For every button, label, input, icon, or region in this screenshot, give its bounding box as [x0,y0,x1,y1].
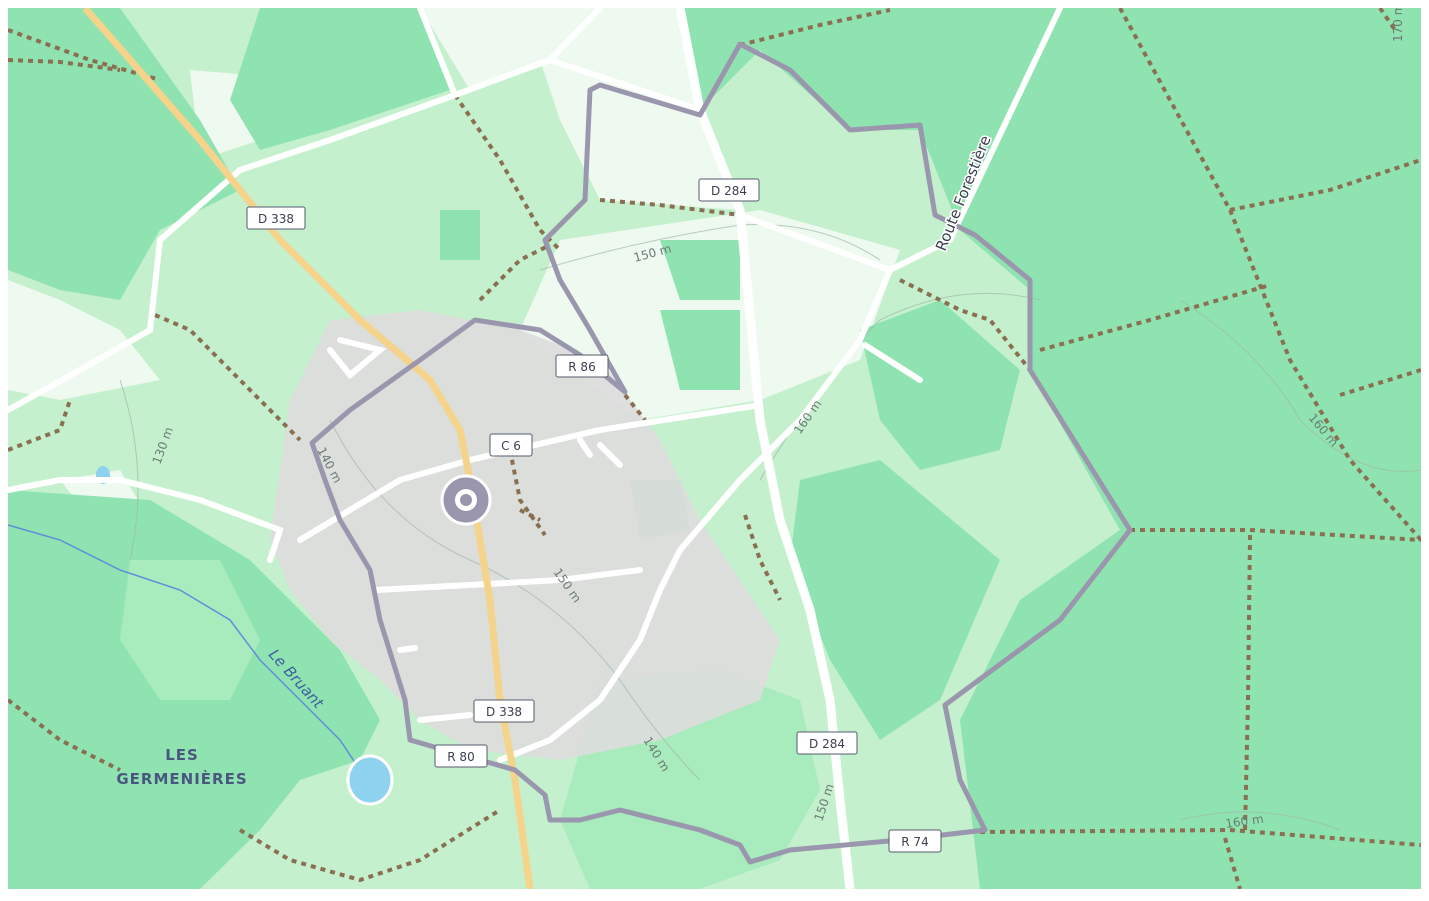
selected-route [309,41,1133,865]
village-area [270,310,780,760]
road-label-c6: C 6 [489,433,533,457]
river-le-bruant [7,524,361,771]
road-label-r74: R 74 [888,829,942,853]
svg-text:D 338: D 338 [486,705,522,719]
road-label-d284-north: D 284 [698,178,760,202]
pond [346,754,394,806]
svg-text:R 74: R 74 [901,835,928,849]
contour-label-170: 170 m [1391,4,1405,42]
svg-text:R 86: R 86 [568,360,595,374]
road-label-d338-north: D 338 [246,206,306,230]
svg-text:D 284: D 284 [711,184,747,198]
local-roads [5,5,1063,763]
place-label-line1: LES [165,746,199,764]
road-label-d284-south: D 284 [796,731,858,755]
road-label-r80: R 80 [434,744,488,768]
contour-label-160-southeast: 160 m [1224,812,1264,831]
place-label-line2: GERMENIÈRES [116,769,247,788]
road-label-r86: R 86 [555,354,609,378]
svg-text:C 6: C 6 [501,439,521,453]
road-label-d338-south: D 338 [473,699,535,723]
svg-text:D 338: D 338 [258,212,294,226]
road-d284 [675,7,855,890]
target-icon[interactable] [440,474,492,526]
svg-text:D 284: D 284 [809,737,845,751]
forest-tracks [6,6,1423,890]
svg-text:R 80: R 80 [447,750,474,764]
